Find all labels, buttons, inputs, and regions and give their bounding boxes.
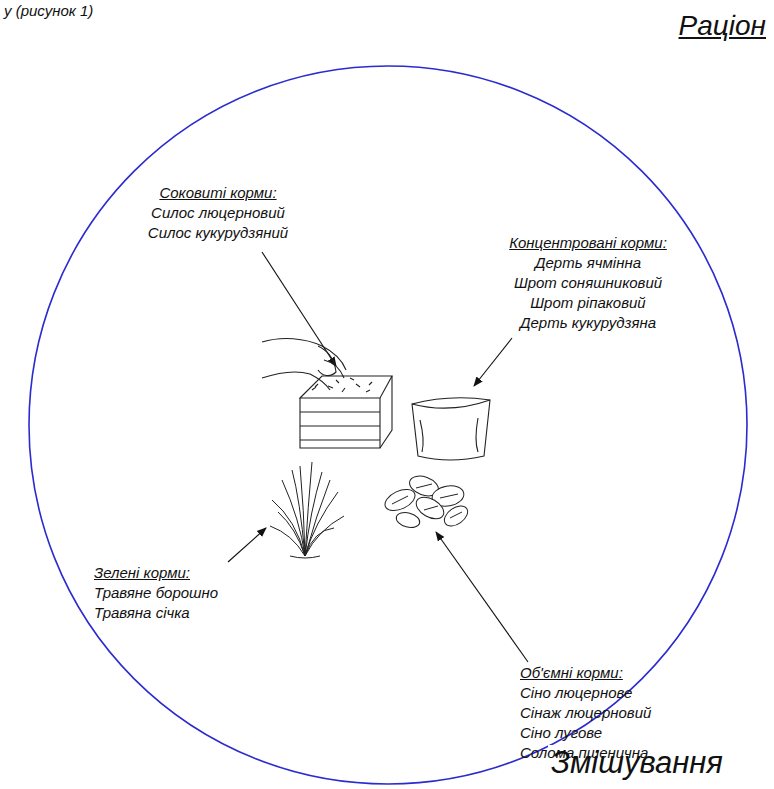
diagram-title: Раціон (679, 10, 766, 42)
circle-outline (28, 65, 748, 785)
feed-item: Шрот соняшниковий (514, 274, 662, 291)
group-heading: Соковиті корми: (159, 184, 276, 201)
group-heading: Об'ємні корми: (520, 664, 623, 681)
feed-item: Дерть ячмінна (535, 254, 641, 271)
feed-item: Сіно лугове (520, 724, 602, 741)
feed-item: у (рисунок 1) (4, 2, 93, 19)
hay-leaves-sketch (382, 472, 472, 530)
mixing-circle: Змішування (28, 65, 748, 785)
grass-sketch (270, 462, 344, 558)
group-heading: Концентровані корми: (509, 234, 667, 251)
circle-outline-shape (29, 66, 747, 784)
feed-item: Шрот ріпаковий (530, 294, 645, 311)
feed-item: Сінаж люцерновий (520, 704, 651, 721)
feed-bag-sketch (412, 398, 490, 460)
feed-item: Сіно люцернове (520, 684, 632, 701)
silage-box-sketch (262, 339, 392, 448)
feed-item: Травяна січка (94, 604, 190, 621)
group-heading: Зелені корми: (94, 564, 190, 581)
leader-lines (228, 252, 528, 662)
feed-item: Солома пшенична (520, 744, 648, 761)
feed-item: Дерть кукурудзяна (520, 314, 656, 331)
feed-item: Травяне борошно (94, 584, 218, 601)
feed-item: Силос люцерновий (151, 204, 285, 221)
feed-item: Силос кукурудзяний (148, 224, 288, 241)
